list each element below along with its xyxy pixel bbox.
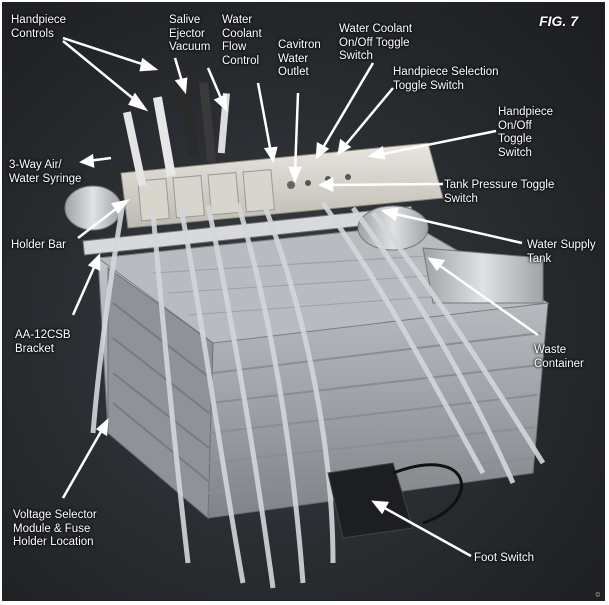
equipment-photo	[61, 36, 550, 589]
hoses	[90, 200, 546, 589]
label-water-supply-tank: Water Supply Tank	[527, 239, 596, 265]
foot-switch-shape	[327, 462, 463, 539]
label-holder-bar: Holder Bar	[11, 239, 66, 251]
label-handpiece-onoff-toggle: Handpiece On/Off Toggle Switch	[498, 106, 553, 159]
label-handpiece-selection-toggle: Handpiece Selection Toggle Switch	[393, 66, 499, 92]
label-water-coolant-flow-control: Water Coolant Flow Control	[222, 14, 262, 67]
label-three-way-syringe: 3-Way Air/ Water Syringe	[9, 159, 82, 185]
label-foot-switch: Foot Switch	[474, 552, 535, 564]
label-aa12csb-bracket: AA-12CSB Bracket	[15, 329, 71, 355]
label-handpiece-controls: Handpiece Controls	[11, 14, 66, 40]
label-cavitron-water-outlet: Cavitron Water Outlet	[278, 39, 321, 78]
syringe-tank-shape	[64, 185, 122, 231]
label-tank-pressure-toggle: Tank Pressure Toggle Switch	[444, 179, 555, 205]
copyright-mark: ©	[595, 593, 600, 599]
label-voltage-selector: Voltage Selector Module & Fuse Holder Lo…	[13, 509, 97, 548]
control-panel	[120, 142, 444, 229]
label-waste-container: Waste Container	[534, 344, 584, 370]
waste-container-shape	[422, 247, 544, 304]
label-saliva-ejector-vacuum: Salive Ejector Vacuum	[169, 14, 211, 53]
callout-arrows	[61, 36, 539, 558]
figure-label: FIG. 7	[539, 13, 578, 29]
label-water-coolant-toggle: Water Coolant On/Off Toggle Switch	[339, 23, 413, 62]
